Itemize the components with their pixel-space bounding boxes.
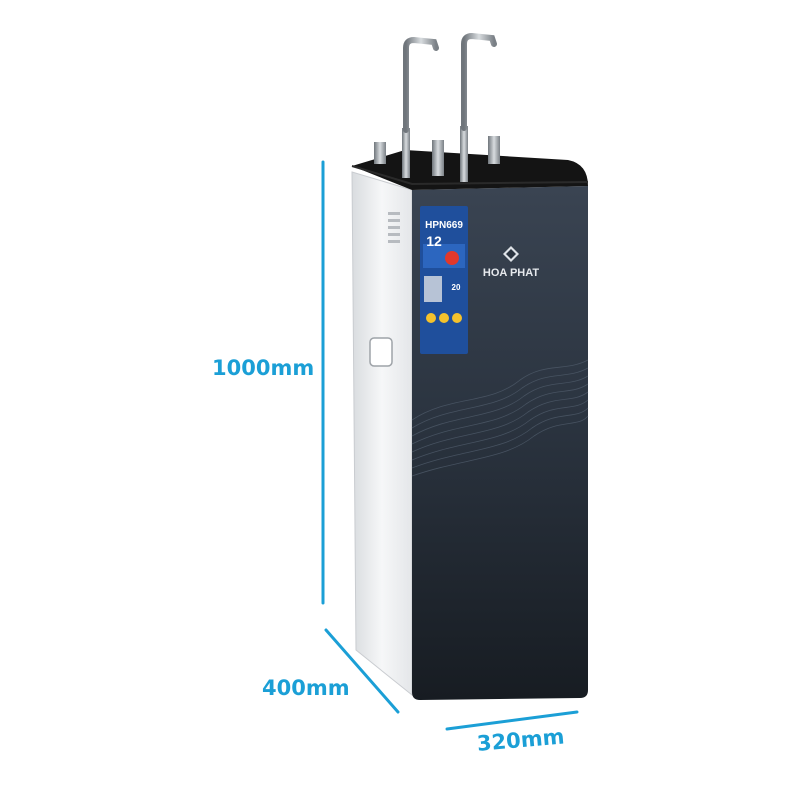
faucet-right [461,32,497,131]
depth-label: 400mm [262,676,350,700]
top-fittings [374,126,500,182]
vent-grille [388,212,400,243]
width-dimension-line [445,710,579,731]
sticker-model: HPN669 [425,220,463,231]
faucet-icons [403,32,497,133]
side-handle [369,337,393,367]
dimension-lines [321,160,579,731]
side-panel [351,171,413,697]
faucet-left [403,36,439,133]
depth-dimension-line [324,628,400,714]
sticker-badge-20: 20 [452,283,461,292]
brand-name: HOA PHAT [483,267,540,279]
height-label: 1000mm [212,356,315,380]
hoa-phat-logo: HOA PHAT [483,246,540,279]
top-cap [352,150,588,190]
wave-pattern [411,359,589,477]
sticker-number: 12 [426,233,442,249]
